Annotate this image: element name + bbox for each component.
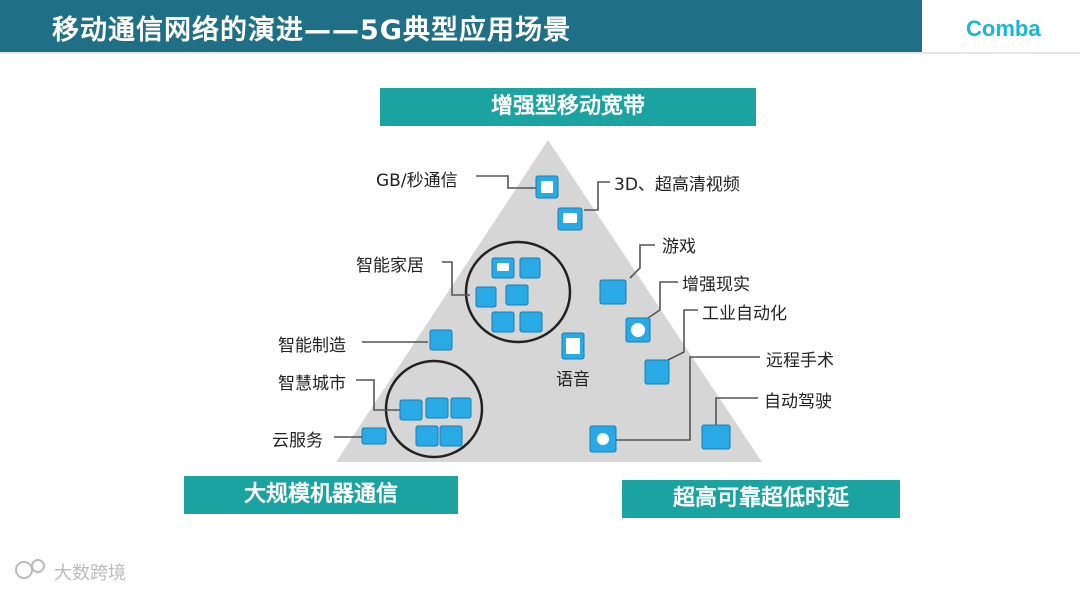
title-bar: 移动通信网络的演进——5G典型应用场景 — [0, 0, 922, 52]
leader-auto-drive — [715, 397, 758, 425]
page-title: 移动通信网络的演进——5G典型应用场景 — [52, 15, 571, 46]
label-smart-mfg: 智能制造 — [278, 336, 346, 356]
camera-icon — [439, 425, 463, 447]
leader-smart-home — [442, 261, 470, 296]
robot-arm-icon — [429, 329, 453, 351]
scenario-mmtc: 大规模机器通信 — [184, 476, 458, 514]
leader-surgery — [616, 356, 760, 441]
label-smart-city: 智慧城市 — [278, 374, 346, 394]
label-ar: 增强现实 — [682, 275, 750, 295]
watermark-text: 大数跨境 — [54, 563, 126, 584]
label-auto-drive: 自动驾驶 — [764, 392, 832, 412]
scenario-urllc: 超高可靠超低时延 — [622, 480, 900, 518]
car-icon — [701, 424, 731, 450]
leader-ar — [647, 281, 678, 319]
leader-gaming — [629, 244, 655, 279]
label-smart-home: 智能家居 — [356, 256, 424, 276]
home-icon — [475, 286, 497, 308]
label-cloud: 云服务 — [272, 431, 323, 451]
building-icon — [425, 397, 449, 419]
lamp-icon — [415, 425, 439, 447]
factory-icon — [644, 359, 670, 385]
tower-icon — [450, 397, 472, 419]
smart-city-circle — [384, 359, 484, 459]
watermark-icon — [15, 559, 45, 579]
leader-gbps — [476, 175, 536, 189]
leader-smart-city — [356, 379, 400, 411]
cloud-server-icon — [361, 427, 387, 445]
smart-home-circle — [464, 240, 572, 344]
leader-industrial — [667, 309, 698, 361]
label-gbps: GB/秒通信 — [376, 171, 458, 191]
printer-icon — [505, 284, 529, 306]
label-video: 3D、超高清视频 — [614, 175, 740, 195]
gamepad-icon — [599, 279, 627, 305]
label-gaming: 游戏 — [662, 237, 696, 257]
laptop-icon — [491, 311, 515, 333]
label-industrial-auto: 工业自动化 — [702, 304, 787, 324]
fridge-icon — [519, 257, 541, 279]
washer-icon — [519, 311, 543, 333]
divider — [0, 52, 1080, 54]
label-remote-surgery: 远程手术 — [766, 351, 834, 371]
label-voice: 语音 — [556, 370, 590, 390]
leader-video — [584, 181, 610, 211]
scenario-embb: 增强型移动宽带 — [380, 88, 756, 126]
signal-icon — [399, 399, 423, 421]
comba-logo: Comba — [966, 16, 1041, 41]
